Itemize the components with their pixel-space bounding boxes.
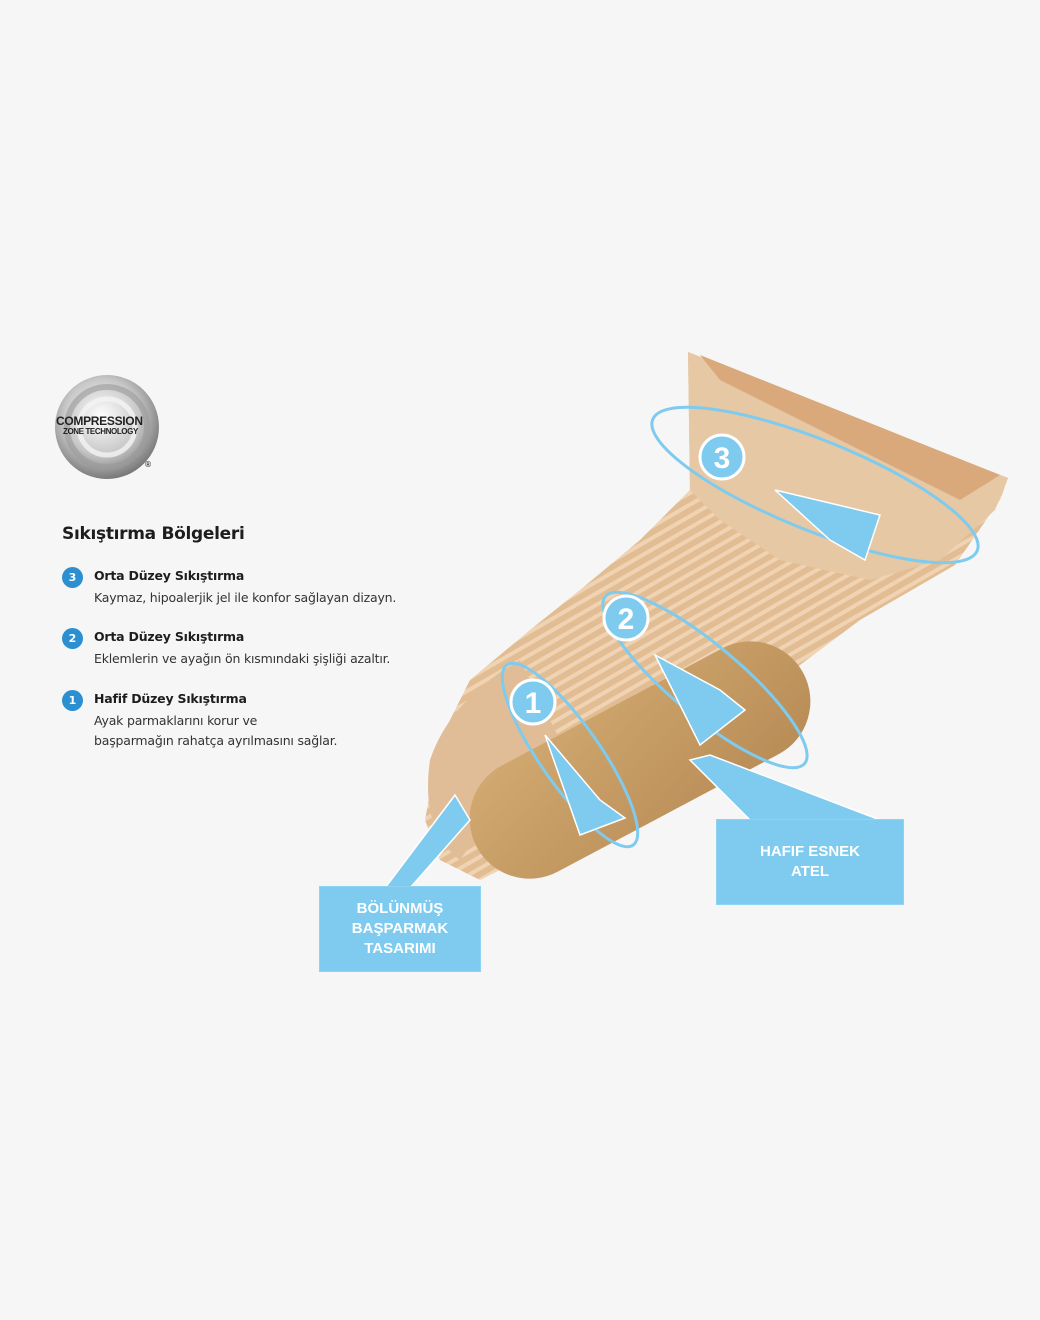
zone-description: Eklemlerin ve ayağın ön kısmındaki şişli… bbox=[94, 651, 391, 666]
zone-badge: 2 bbox=[62, 628, 83, 649]
compression-ring-1 bbox=[500, 661, 640, 849]
zone-description-line: başparmağın rahatça ayrılmasını sağlar. bbox=[94, 733, 338, 748]
zone-description: Ayak parmaklarını korur ve başparmağın r… bbox=[94, 711, 337, 751]
zone-marker-1: 1 bbox=[509, 678, 557, 726]
logo-registered: ® bbox=[144, 460, 152, 469]
logo-line1: COMPRESSION bbox=[56, 414, 143, 428]
zone-badge: 1 bbox=[62, 690, 83, 711]
arrow-1 bbox=[544, 734, 627, 836]
zone-marker-2: 2 bbox=[602, 594, 650, 642]
zone-description: Kaymaz, hipoalerjik jel ile konfor sağla… bbox=[94, 590, 397, 605]
zone-description-line: Ayak parmaklarını korur ve bbox=[94, 713, 258, 728]
logo-line2: ZONE TECHNOLOGY bbox=[63, 427, 138, 436]
svg-text:3: 3 bbox=[714, 442, 731, 475]
zone-heading: Hafif Düzey Sıkıştırma bbox=[94, 691, 247, 706]
callout-line: BÖLÜNMÜŞ bbox=[356, 900, 444, 917]
callout-split-toe: BÖLÜNMÜŞ BAŞPARMAK TASARIMI bbox=[320, 887, 480, 971]
zone-badge: 3 bbox=[62, 567, 83, 588]
callout-line: HAFIF ESNEK bbox=[759, 843, 860, 860]
svg-text:2: 2 bbox=[618, 603, 635, 636]
sock-cuff bbox=[688, 352, 1008, 580]
zone-heading: Orta Düzey Sıkıştırma bbox=[94, 629, 245, 644]
section-title: Sıkıştırma Bölgeleri bbox=[62, 524, 245, 544]
arrow-2 bbox=[653, 653, 747, 747]
callout-line: ATEL bbox=[790, 863, 830, 880]
sock-opening bbox=[700, 355, 1000, 500]
logo-emblem-icon bbox=[55, 375, 159, 479]
svg-text:1: 1 bbox=[525, 687, 542, 720]
compression-ring-3 bbox=[650, 405, 980, 565]
zone-heading: Orta Düzey Sıkıştırma bbox=[94, 568, 245, 583]
callout-splint: HAFIF ESNEK ATEL bbox=[717, 820, 903, 904]
callout-line: TASARIMI bbox=[364, 940, 436, 957]
zone-marker-3: 3 bbox=[698, 433, 746, 481]
callout-line: BAŞPARMAK bbox=[351, 920, 449, 937]
arrow-3 bbox=[774, 489, 881, 562]
pointer-splint bbox=[688, 754, 881, 821]
